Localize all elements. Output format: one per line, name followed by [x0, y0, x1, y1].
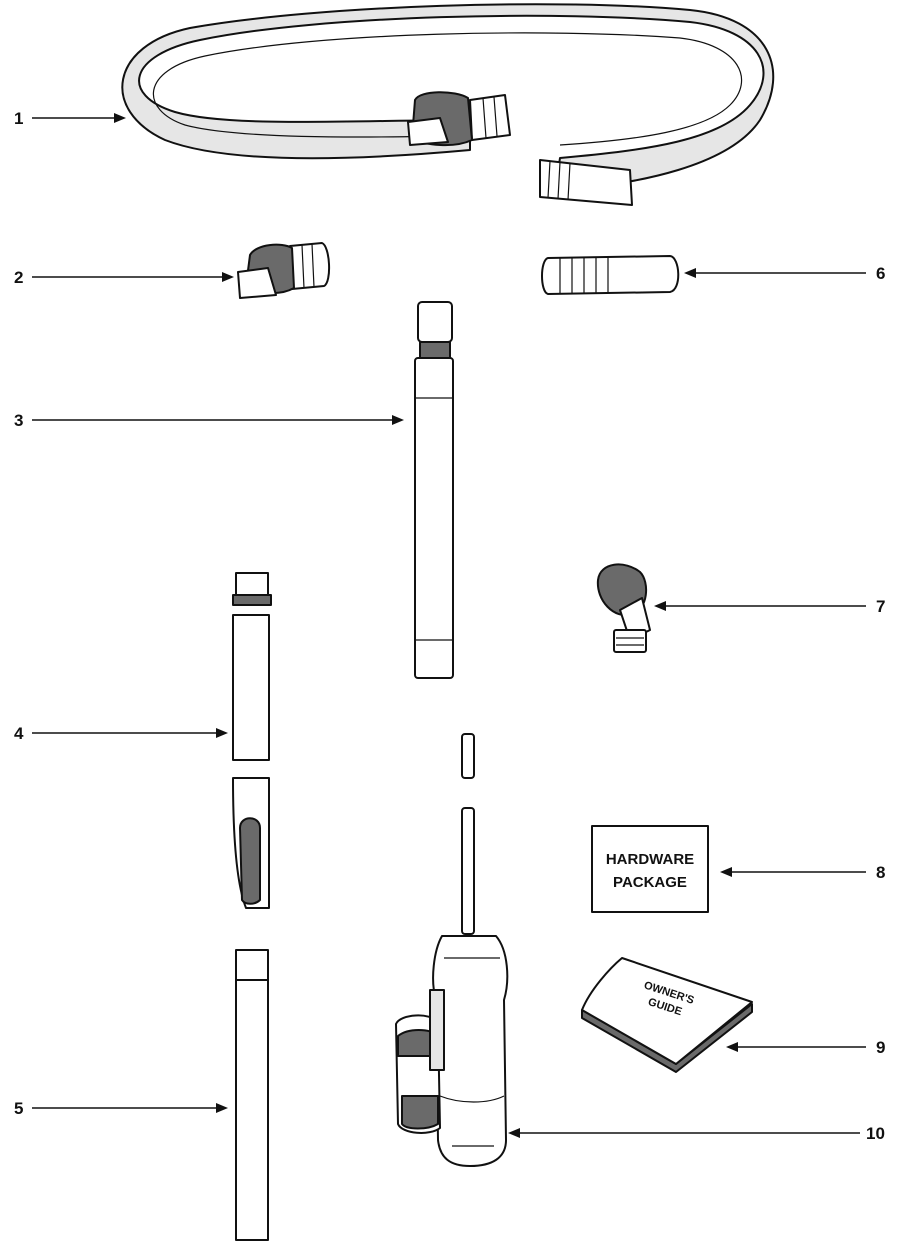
- callout-8: 8: [876, 863, 885, 882]
- callout-1: 1: [14, 109, 23, 128]
- callout-9: 9: [876, 1038, 885, 1057]
- swivel-fitting: [237, 242, 330, 299]
- hose-cuff: [541, 255, 680, 295]
- callout-4: 4: [14, 724, 24, 743]
- handheld-unit: [395, 733, 509, 1167]
- callout-3: 3: [14, 411, 23, 430]
- hardware-line2: PACKAGE: [613, 874, 687, 891]
- owners-guide: OWNER'S GUIDE: [581, 957, 753, 1073]
- callout-6: 6: [876, 264, 885, 283]
- hardware-package: HARDWARE PACKAGE: [591, 825, 709, 913]
- hardware-line1: HARDWARE: [606, 851, 694, 868]
- callout-7: 7: [876, 597, 885, 616]
- callout-5: 5: [14, 1099, 23, 1118]
- callout-2: 2: [14, 268, 23, 287]
- crevice-tool: [232, 572, 272, 909]
- wand-section: [235, 949, 269, 1241]
- callout-numbers: 1 2 3 4 5 6 7 8 9 10: [14, 109, 885, 1143]
- hose-assembly: [121, 3, 775, 206]
- extension-wand: [414, 301, 454, 679]
- dusting-brush: [596, 563, 651, 653]
- callout-leaders: [32, 113, 866, 1138]
- callout-10: 10: [866, 1124, 885, 1143]
